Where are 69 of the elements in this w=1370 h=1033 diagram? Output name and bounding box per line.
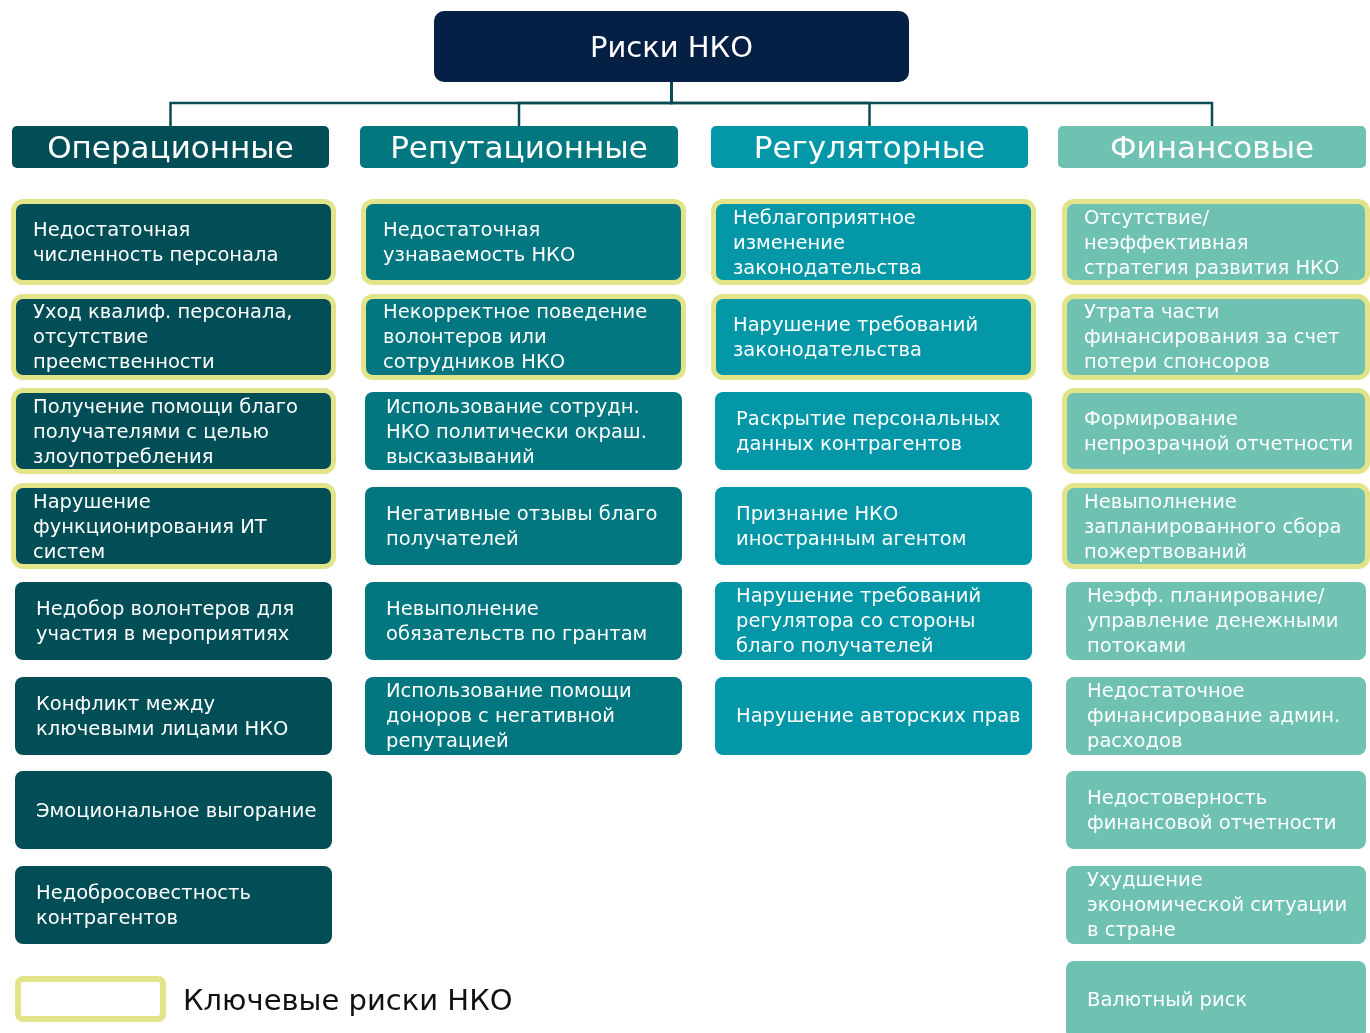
node-text: Невыполнение обязательств по грантам [386, 595, 649, 646]
risk-box [715, 581, 1032, 660]
legend-label: Ключевые риски НКО [183, 983, 513, 1017]
category-header [360, 126, 678, 168]
risk-box [1066, 865, 1366, 944]
key-risk-box [11, 483, 336, 570]
node-text: Невыполнение запланированного сбора пожертвований [1084, 488, 1343, 564]
risk-box [1066, 581, 1366, 660]
node-text: Некорректное поведение волонтеров или сотрудников НКО [383, 299, 649, 375]
risk-box [365, 392, 682, 471]
node-text: Неэфф. планирование/ управление денежными потоками [1087, 583, 1340, 659]
category-header [1058, 126, 1366, 168]
node-text: Недостаточная узнаваемость НКО [383, 217, 577, 267]
key-risk-box [11, 293, 336, 380]
risk-box [15, 865, 332, 944]
risk-box [1066, 771, 1366, 850]
node-text: Репутационные [390, 129, 648, 165]
risk-box [1066, 960, 1366, 1033]
node-text: Риски НКО [589, 29, 754, 64]
node-text: Использование помощи доноров с негативной репутацией [386, 678, 633, 753]
category-header [12, 126, 329, 168]
node-text: Использование сотрудн. НКО политически окраш. высказываний [386, 393, 648, 469]
key-risk-box [1062, 199, 1370, 285]
node-text: Ухудшение экономической ситуации в стране [1087, 867, 1349, 943]
key-risk-box [361, 293, 686, 380]
risk-box [15, 771, 332, 850]
risk-box [715, 487, 1032, 566]
node-text: Признание НКО иностранным агентом [736, 501, 968, 552]
key-risk-box [11, 388, 336, 475]
key-risk-box [711, 199, 1036, 285]
node-text: Недостаточное финансирование админ. расходов [1087, 678, 1342, 753]
node-text: Операционные [47, 129, 294, 165]
risk-box [15, 581, 332, 660]
root-box [434, 11, 909, 82]
node-text: Нарушение функционирования ИТ систем [33, 488, 268, 564]
node-text: Валютный риск [1087, 987, 1248, 1013]
node-text: Регуляторные [753, 129, 986, 165]
node-text: Нарушение требований регулятора со стороны благо получателей [736, 583, 983, 659]
node-text: Раскрытие персональных данных контрагентов [736, 406, 1002, 457]
node-text: Нарушение требований законодательства [733, 311, 980, 362]
node-text: Получение помощи благо получателями с целью злоупотребления [33, 393, 299, 469]
node-text: Утрата части финансирования за счет потери спонсоров [1084, 299, 1341, 375]
node-text: Нарушение авторских прав [736, 703, 1021, 728]
node-text: Формирование непрозрачной отчетности [1084, 406, 1355, 457]
node-text: Отсутствие/ неэффективная стратегия развития НКО [1084, 204, 1341, 280]
node-text: Недобор волонтеров для участия в мероприятиях [36, 595, 296, 646]
risk-box [365, 581, 682, 660]
risk-box [365, 487, 682, 566]
node-text: Недостоверность финансовой отчетности [1087, 785, 1338, 836]
node-text: Уход квалиф. персонала, отсутствие преемственности [33, 299, 294, 375]
key-risk-box [11, 199, 336, 285]
key-risk-box [1062, 483, 1370, 570]
key-risk-box [361, 199, 686, 285]
risk-box [715, 392, 1032, 471]
node-text: Неблагоприятное изменение законодательства [733, 204, 923, 280]
node-text: Недостаточная численность персонала [33, 217, 280, 267]
risk-box [15, 676, 332, 755]
key-risk-box [1062, 293, 1370, 380]
node-text: Негативные отзывы благо получателей [386, 501, 659, 552]
node-text: Финансовые [1109, 129, 1315, 165]
risk-box [715, 676, 1032, 755]
node-text: Конфликт между ключевыми лицами НКО [36, 690, 290, 741]
category-header [711, 126, 1028, 168]
risk-box [1066, 676, 1366, 755]
key-risk-box [711, 293, 1036, 380]
key-risk-box [1062, 388, 1370, 475]
node-text: Эмоциональное выгорание [36, 797, 317, 823]
node-text: Недобросовестность контрагентов [36, 879, 252, 930]
risk-box [365, 676, 682, 755]
